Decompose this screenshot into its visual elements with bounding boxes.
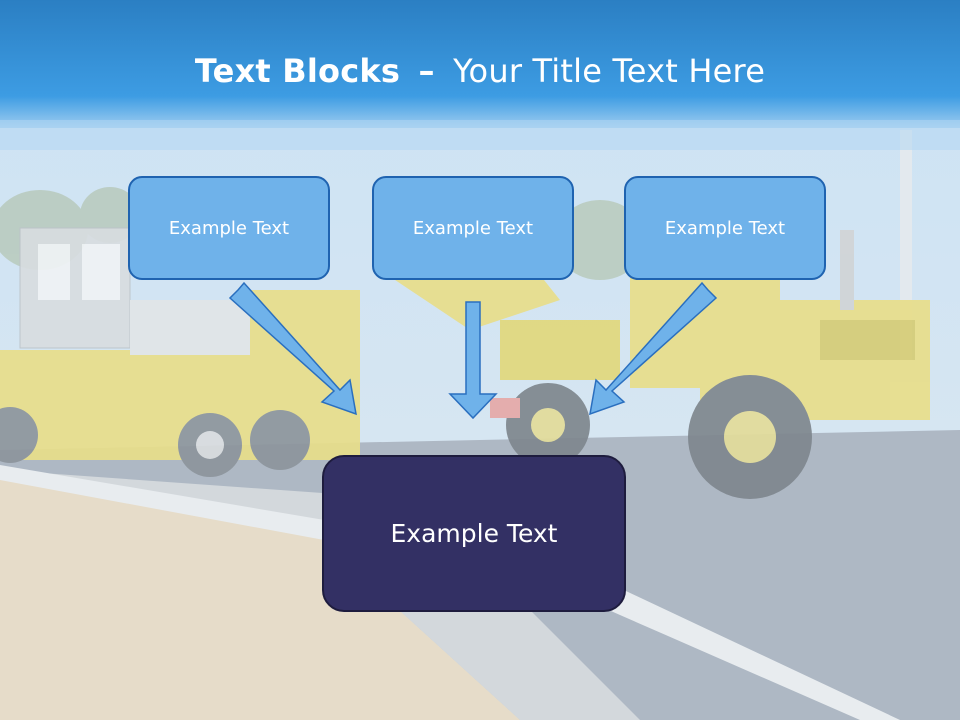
text-block-3-label: Example Text	[664, 217, 786, 239]
arrow-center	[448, 301, 498, 420]
center-text-block[interactable]: Example Text	[322, 455, 626, 612]
title-separator: –	[418, 52, 435, 90]
arrow-left	[228, 281, 357, 416]
text-block-1[interactable]: Example Text	[128, 176, 330, 280]
text-block-2-label: Example Text	[412, 217, 534, 239]
title-rest: Your Title Text Here	[453, 52, 766, 90]
slide-title: Text Blocks – Your Title Text Here	[0, 52, 960, 90]
arrow-right	[589, 281, 718, 416]
title-bold: Text Blocks	[194, 52, 401, 90]
center-text-block-label: Example Text	[390, 519, 558, 548]
text-block-1-label: Example Text	[168, 217, 290, 239]
text-block-2[interactable]: Example Text	[372, 176, 574, 280]
text-block-3[interactable]: Example Text	[624, 176, 826, 280]
